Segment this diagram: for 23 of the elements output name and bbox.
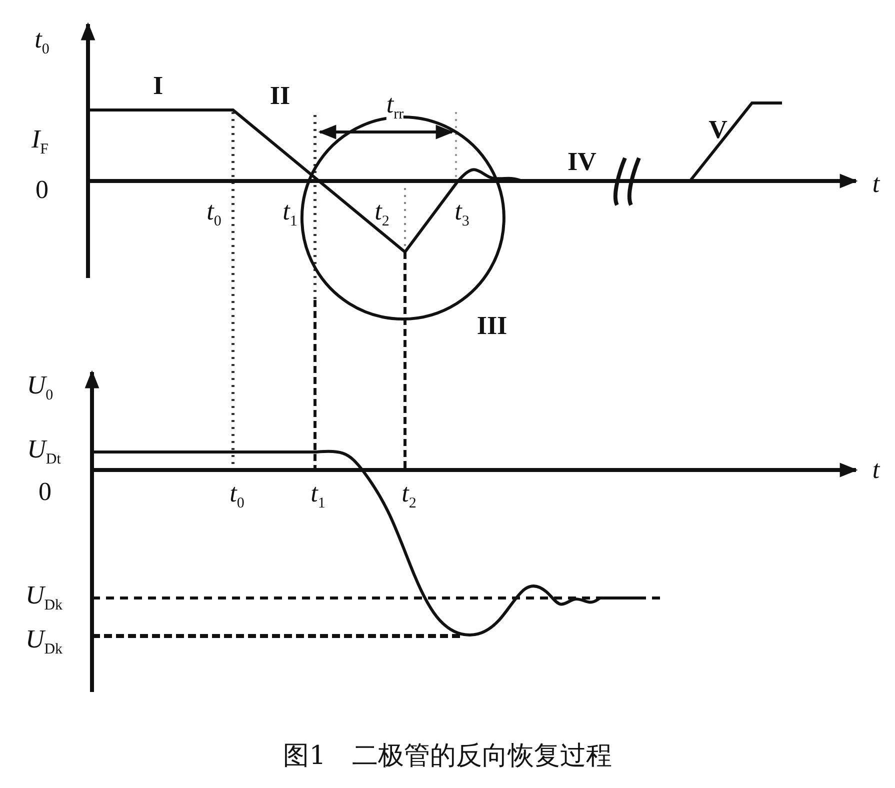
axis-label: t$_{2}$: [374, 198, 390, 230]
axis-label: t: [872, 457, 880, 483]
axis-label: t: [872, 171, 880, 197]
axis-label: t$_{3}$: [454, 198, 470, 230]
region-label: IV: [568, 149, 596, 175]
axis-label: t$_{1}$: [282, 198, 298, 230]
axis-label: 0: [38, 479, 52, 505]
region-label: V: [708, 117, 728, 143]
region-label: III: [476, 313, 508, 339]
axis-label: t$_{1}$: [310, 480, 326, 512]
axis-label: t$_{0}$: [34, 26, 50, 58]
axis-label: I$_{F}$: [32, 126, 48, 158]
axis-label: U$_{0}$: [26, 372, 54, 404]
axis-label: t$_{0}$: [230, 480, 244, 512]
axis-label: U$_{Dt}$: [27, 436, 61, 468]
axis-label: U$_{Dk}$: [25, 582, 63, 614]
axis-label: t$_{2}$: [402, 480, 416, 512]
axis-label: t$_{0}$: [206, 198, 222, 230]
axis-label: 0: [36, 177, 48, 203]
region-label: II: [270, 83, 290, 109]
region-label: I: [152, 73, 164, 99]
figure-caption: 图1 二极管的反向恢复过程: [282, 740, 613, 773]
axis-label: U$_{Dk}$: [25, 626, 63, 658]
